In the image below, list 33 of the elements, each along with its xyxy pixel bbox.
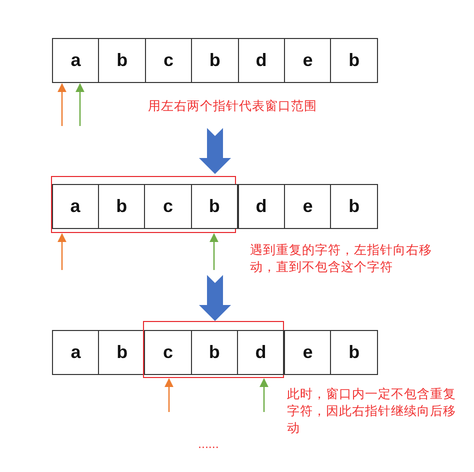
letter-cell: a (52, 184, 99, 228)
window-frame (51, 176, 236, 233)
note-text: 遇到重复的字符，左指针向右移动，直到不包含这个字符 (250, 242, 433, 276)
letter-cell: a (52, 330, 100, 375)
letter-cell: b (330, 184, 378, 229)
letter-cell: b (190, 184, 238, 228)
pointer-arrow (57, 83, 67, 126)
letter-cell: b (98, 184, 146, 228)
letter-cell: b (330, 330, 378, 375)
pointer-arrow (164, 378, 174, 412)
letter-cell: b (98, 330, 146, 375)
letter-cell: b (191, 38, 239, 83)
window-frame (143, 321, 284, 378)
pointer-arrow (75, 83, 85, 126)
letter-cell: c (144, 330, 192, 374)
letter-cell: d (238, 184, 285, 229)
letter-cell: c (144, 38, 192, 83)
note-text: ...... (198, 436, 220, 453)
letter-cell: b (98, 38, 146, 83)
letter-cell: e (284, 38, 332, 83)
note-text: 用左右两个指针代表窗口范围 (148, 98, 318, 115)
note-text: 此时，窗口内一定不包含重复字符，因此右指针继续向后移动 (287, 386, 457, 437)
pointer-arrow (209, 233, 219, 270)
letter-cell: b (330, 38, 378, 83)
pointer-arrow (57, 233, 67, 270)
letter-cell: d (238, 38, 285, 83)
letter-cell: a (52, 38, 100, 83)
letter-cell: b (190, 330, 238, 374)
pointer-arrow (259, 378, 269, 412)
letter-cell: c (144, 184, 192, 228)
letter-cell: e (284, 184, 332, 229)
letter-cell: d (237, 330, 284, 374)
letter-cell: e (284, 330, 332, 375)
